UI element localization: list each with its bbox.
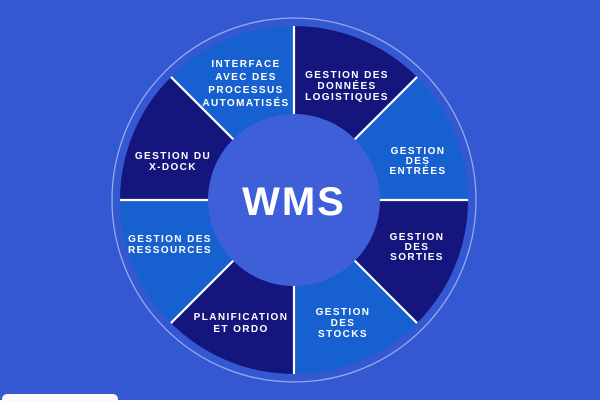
segment-divider bbox=[352, 76, 418, 142]
segment-gestion-des-stocks bbox=[294, 260, 418, 374]
center-circle bbox=[208, 114, 380, 286]
outer-ring bbox=[111, 17, 477, 383]
wms-center-label: WMS bbox=[242, 180, 346, 224]
segment-gestion-des-sorties bbox=[354, 200, 468, 324]
segment-interface-avec-des-processus-automatises bbox=[170, 25, 294, 140]
segment-gestion-des-ressources bbox=[119, 200, 234, 324]
segment-divider bbox=[170, 76, 236, 142]
segment-gestion-du-x-dock bbox=[120, 76, 234, 200]
segment-gestion-des-entrees bbox=[354, 76, 468, 200]
segment-planification-et-ordo bbox=[170, 260, 294, 374]
watermark-box bbox=[2, 394, 118, 402]
segment-divider bbox=[170, 258, 236, 324]
segment-gestion-des-donnees-logistiques bbox=[294, 26, 418, 140]
segment-divider bbox=[352, 258, 418, 324]
